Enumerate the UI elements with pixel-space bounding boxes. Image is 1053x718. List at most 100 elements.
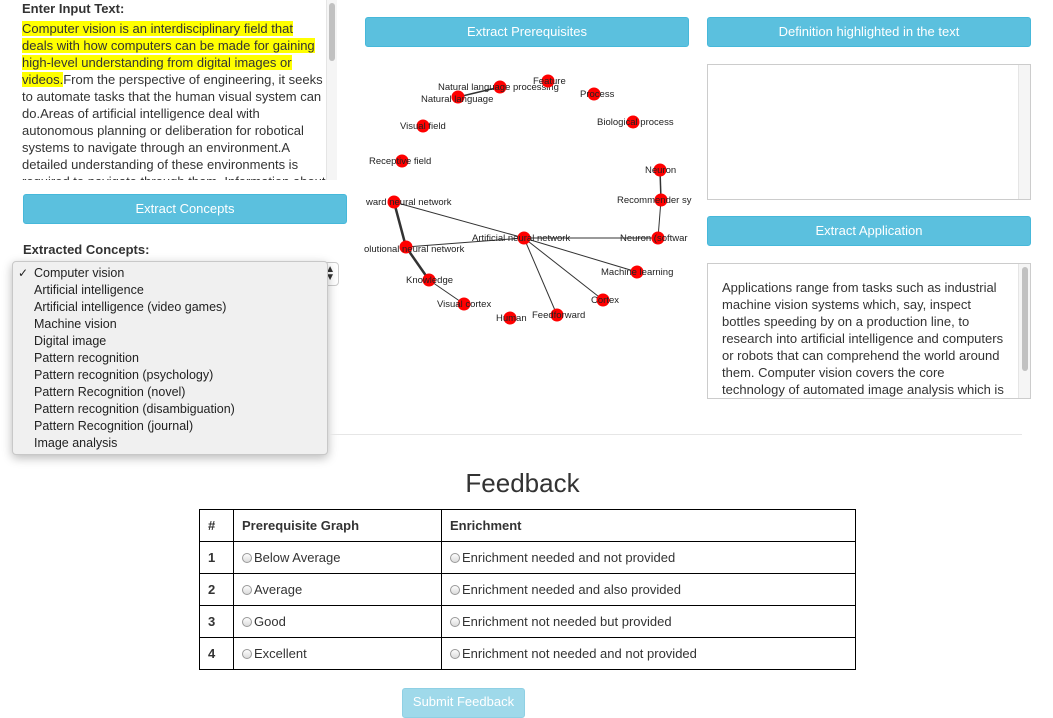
concept-option-label: Computer vision: [34, 266, 125, 280]
graph-rating-option[interactable]: Good: [233, 605, 442, 638]
concept-option[interactable]: ✓ Computer vision: [13, 265, 327, 282]
graph-node-label: Artificial neural network: [472, 233, 570, 244]
input-label: Enter Input Text:: [22, 1, 125, 16]
definition-scrollbar[interactable]: [1018, 65, 1030, 199]
enrichment-option[interactable]: Enrichment needed and not provided: [441, 541, 856, 574]
graph-node: [587, 87, 601, 101]
graph-node: [493, 80, 507, 94]
concept-option-label: Artificial intelligence: [34, 283, 144, 297]
graph-node: [416, 119, 430, 133]
concept-option[interactable]: Pattern recognition (disambiguation): [13, 401, 327, 418]
input-scroll-thumb[interactable]: [329, 3, 335, 61]
graph-node: [422, 273, 436, 287]
concept-option[interactable]: Digital image: [13, 333, 327, 350]
graph-edge: [428, 279, 465, 305]
concept-option[interactable]: Image analysis: [13, 435, 327, 452]
enrichment-option[interactable]: Enrichment not needed and not provided: [441, 637, 856, 670]
concept-option[interactable]: Artificial intelligence: [13, 282, 327, 299]
graph-node: [596, 293, 610, 307]
graph-node-label: Cortex: [591, 295, 619, 306]
graph-node: [654, 193, 668, 207]
submit-feedback-button[interactable]: Submit Feedback: [402, 688, 525, 718]
concept-option-label: Pattern recognition: [34, 351, 139, 365]
radio-button[interactable]: [242, 553, 252, 563]
extract-prerequisites-button[interactable]: Extract Prerequisites: [365, 17, 689, 47]
graph-edge: [457, 86, 501, 98]
input-scrollbar[interactable]: [326, 0, 337, 180]
application-scrollbar[interactable]: [1018, 264, 1030, 398]
graph-node-label: Recommender sy: [617, 195, 692, 206]
graph-node: [550, 308, 564, 322]
graph-edge: [392, 201, 408, 248]
radio-button[interactable]: [242, 585, 252, 595]
graph-rating-option[interactable]: Average: [233, 573, 442, 606]
graph-edge: [405, 237, 525, 248]
graph-node-label: Natural language: [421, 94, 493, 105]
graph-edge: [523, 237, 604, 301]
enrichment-option[interactable]: Enrichment needed and also provided: [441, 573, 856, 606]
graph-node-label: Neuron (softwar: [620, 233, 688, 244]
graph-node-label: Feature: [533, 76, 566, 87]
radio-button[interactable]: [450, 553, 460, 563]
concept-option-label: Pattern recognition (psychology): [34, 368, 214, 382]
concept-option[interactable]: Machine vision: [13, 316, 327, 333]
concept-option[interactable]: Pattern recognition (psychology): [13, 367, 327, 384]
concept-option-label: Pattern recognition (disambiguation): [34, 402, 235, 416]
chevron-updown-icon: ▲▼: [325, 264, 335, 283]
concept-option-label: Digital image: [34, 334, 107, 348]
graph-rating-label: Average: [254, 582, 303, 597]
concept-option[interactable]: Pattern Recognition (journal): [13, 418, 327, 435]
definition-button[interactable]: Definition highlighted in the text: [707, 17, 1031, 47]
enrichment-label: Enrichment not needed and not provided: [462, 646, 697, 661]
graph-node: [451, 90, 465, 104]
radio-button[interactable]: [242, 649, 252, 659]
radio-button[interactable]: [450, 617, 460, 627]
graph-node-label: Knowledge: [406, 275, 453, 286]
header-prerequisite-graph: Prerequisite Graph: [233, 509, 442, 542]
graph-node: [653, 163, 667, 177]
graph-rating-option[interactable]: Excellent: [233, 637, 442, 670]
concept-option-label: Machine vision: [34, 317, 117, 331]
graph-node-label: Human: [496, 313, 527, 324]
enrichment-label: Enrichment needed and not provided: [462, 550, 676, 565]
definition-box: [707, 64, 1031, 200]
graph-node: [626, 115, 640, 129]
graph-node: [387, 195, 401, 209]
checkmark-icon: ✓: [18, 266, 29, 280]
enrichment-label: Enrichment needed and also provided: [462, 582, 681, 597]
graph-node: [541, 74, 555, 88]
application-text: Applications range from tasks such as in…: [722, 280, 1004, 397]
graph-node: [651, 231, 665, 245]
extract-concepts-button[interactable]: Extract Concepts: [23, 194, 347, 224]
graph-edge: [393, 201, 525, 239]
concept-option[interactable]: Pattern recognition: [13, 350, 327, 367]
graph-node-label: Visual field: [400, 121, 446, 132]
row-number: 1: [199, 541, 234, 574]
prerequisite-graph: Natural language processingFeatureProces…: [364, 74, 692, 325]
application-scroll-thumb[interactable]: [1022, 267, 1028, 371]
graph-rating-option[interactable]: Below Average: [233, 541, 442, 574]
graph-node: [517, 231, 531, 245]
extract-application-button[interactable]: Extract Application: [707, 216, 1031, 246]
input-rest-text: From the perspective of engineering, it …: [22, 72, 326, 180]
concept-option[interactable]: Pattern Recognition (novel): [13, 384, 327, 401]
graph-rating-label: Excellent: [254, 646, 307, 661]
graph-node-label: ward neural network: [365, 197, 452, 208]
input-textarea[interactable]: Computer vision is an interdisciplinary …: [22, 20, 326, 180]
radio-button[interactable]: [450, 649, 460, 659]
graph-edge: [523, 237, 558, 316]
graph-edge: [523, 237, 638, 273]
graph-node-label: olutional neural network: [364, 244, 465, 255]
enrichment-option[interactable]: Enrichment not needed but provided: [441, 605, 856, 638]
graph-node: [395, 154, 409, 168]
concept-option[interactable]: Artificial intelligence (video games): [13, 299, 327, 316]
radio-button[interactable]: [450, 585, 460, 595]
header-num: #: [199, 509, 234, 542]
radio-button[interactable]: [242, 617, 252, 627]
graph-node-label: Machine learning: [601, 267, 673, 278]
